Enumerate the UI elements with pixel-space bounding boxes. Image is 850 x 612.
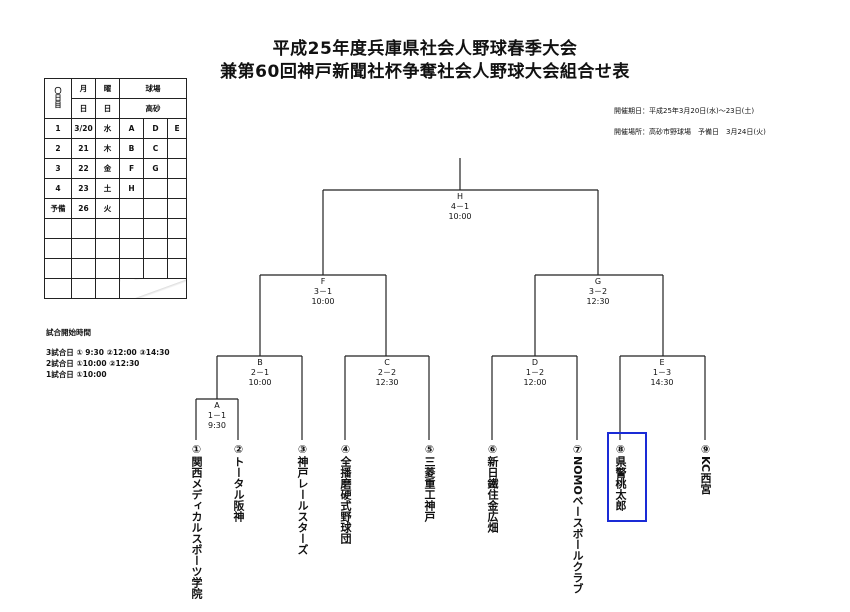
schedule-row: 1 3/20 水 A D E xyxy=(44,118,187,139)
match-f-label: F 3－1 10:00 xyxy=(303,277,343,307)
match-time: 14:30 xyxy=(650,378,674,387)
schedule-table: 〇日目 月 曜 球場 日 日 高砂 1 3/20 水 A D E 2 21 木 … xyxy=(44,78,187,299)
team-8-highlight-box xyxy=(607,432,647,522)
match-number: 2－2 xyxy=(377,368,397,377)
match-code: G xyxy=(594,277,602,286)
match-h-label: H 4－1 10:00 xyxy=(440,192,480,222)
team-2: ②トータル阪神 xyxy=(232,443,245,522)
start-times-1game: 1試合日 ①10:00 xyxy=(46,370,107,379)
match-code: A xyxy=(214,401,220,410)
match-g-label: G 3－2 12:30 xyxy=(578,277,618,307)
match-time: 12:00 xyxy=(523,378,547,387)
match-a-label: A 1－1 9:30 xyxy=(197,401,237,431)
start-times-2games: 2試合日 ①10:00 ②12:30 xyxy=(46,359,140,368)
page-title-line1: 平成25年度兵庫県社会人野球春季大会 xyxy=(272,39,578,59)
venue-info: 開催場所：高砂市野球場 予備日 3月24日(火) xyxy=(614,128,766,136)
match-code: E xyxy=(659,358,665,367)
team-8: ⑧県警桃太郎 xyxy=(614,443,627,511)
match-number: 3－2 xyxy=(588,287,608,296)
match-c-label: C 2－2 12:30 xyxy=(367,358,407,388)
match-code: F xyxy=(320,277,326,286)
match-number: 1－1 xyxy=(207,411,227,420)
match-time: 10:00 xyxy=(311,297,335,306)
match-code: B xyxy=(257,358,263,367)
team-3: ③神戸レールスターズ xyxy=(296,443,309,555)
match-time: 10:00 xyxy=(448,212,472,221)
match-b-label: B 2－1 10:00 xyxy=(240,358,280,388)
schedule-row: 4 23 土 H xyxy=(44,178,187,199)
schedule-row-empty xyxy=(44,238,187,259)
team-7: ⑦NOMOベースボールクラブ xyxy=(571,443,584,594)
match-e-label: E 1－3 14:30 xyxy=(642,358,682,388)
period-info: 開催期日：平成25年3月20日(水)～23日(土) xyxy=(614,107,755,115)
team-6: ⑥新日鐵住金広畑 xyxy=(486,443,499,533)
schedule-row: 3 22 金 F G xyxy=(44,158,187,179)
match-number: 4－1 xyxy=(450,202,470,211)
match-time: 12:30 xyxy=(586,297,610,306)
match-number: 1－3 xyxy=(652,368,672,377)
match-time: 9:30 xyxy=(208,421,226,430)
page-title-line2: 兼第60回神戸新聞社杯争奪社会人野球大会組合せ表 xyxy=(220,62,630,82)
schedule-row-empty xyxy=(44,278,187,299)
match-time: 10:00 xyxy=(248,378,272,387)
team-1: ①関西メディカルスポーツ学院 xyxy=(190,443,203,599)
team-9: ⑨KC西宮 xyxy=(699,443,712,495)
start-times-3games: 3試合日 ① 9:30 ②12:00 ③14:30 xyxy=(46,348,170,357)
match-number: 3－1 xyxy=(313,287,333,296)
team-5: ⑤三菱重工神戸 xyxy=(423,443,436,522)
schedule-row: 2 21 木 B C xyxy=(44,138,187,159)
team-4: ④全播磨硬式野球団 xyxy=(339,443,352,544)
match-time: 12:30 xyxy=(375,378,399,387)
match-d-label: D 1－2 12:00 xyxy=(515,358,555,388)
match-code: C xyxy=(384,358,390,367)
start-times-heading: 試合開始時間 xyxy=(46,328,91,337)
match-code: D xyxy=(531,358,539,367)
match-number: 2－1 xyxy=(250,368,270,377)
game-cell: E xyxy=(167,118,187,139)
schedule-row: 予備 26 火 xyxy=(44,198,187,219)
match-code: H xyxy=(456,192,463,201)
match-number: 1－2 xyxy=(525,368,545,377)
